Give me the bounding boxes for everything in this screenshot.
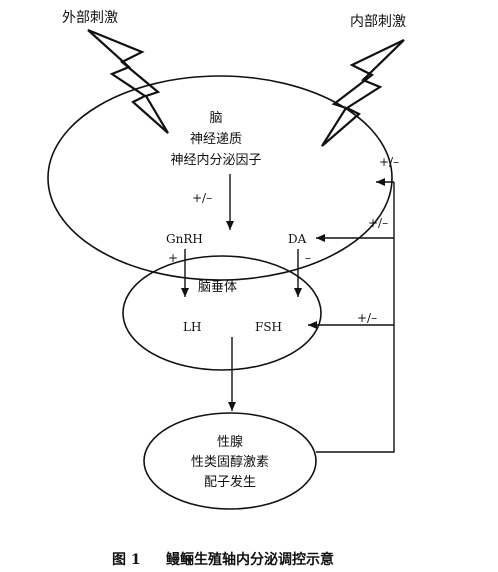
gametogenesis-label: 配子发生 — [204, 474, 256, 490]
brain-modulation-sign: +/– — [192, 191, 212, 205]
feedback-da-sign: +/– — [368, 216, 388, 230]
external-lightning-bolt-icon — [87, 28, 169, 134]
da-label: DA — [288, 232, 307, 246]
gnrh-label: GnRH — [166, 232, 203, 246]
gnrh-sign: + — [168, 251, 178, 265]
figure-label: 图 1 — [112, 552, 141, 568]
gonad-ellipse — [143, 412, 317, 510]
lh-label: LH — [183, 320, 201, 334]
sex-steroid-label: 性类固醇激素 — [191, 454, 269, 470]
pituitary-ellipse — [122, 255, 322, 371]
brain-ellipse — [47, 75, 393, 281]
da-sign: – — [305, 251, 311, 265]
pituitary-label: 脑垂体 — [198, 280, 237, 295]
fsh-label: FSH — [255, 320, 282, 334]
neuroendocrine-factor-label: 神经内分泌因子 — [170, 152, 261, 168]
feedback-vertical-line — [316, 182, 395, 453]
internal-lightning-bolt-icon — [321, 39, 405, 147]
neurotransmitter-label: 神经递质 — [190, 132, 242, 147]
figure-caption: 鳗鲡生殖轴内分泌调控示意 — [166, 551, 334, 568]
feedback-brain-sign: +/– — [379, 155, 399, 169]
internal-stimulus-label: 内部刺激 — [350, 13, 406, 30]
gonad-label: 性腺 — [217, 435, 243, 450]
brain-label: 脑 — [209, 111, 222, 126]
external-stimulus-label: 外部刺激 — [62, 9, 118, 26]
feedback-pituitary-sign: +/– — [357, 311, 377, 325]
